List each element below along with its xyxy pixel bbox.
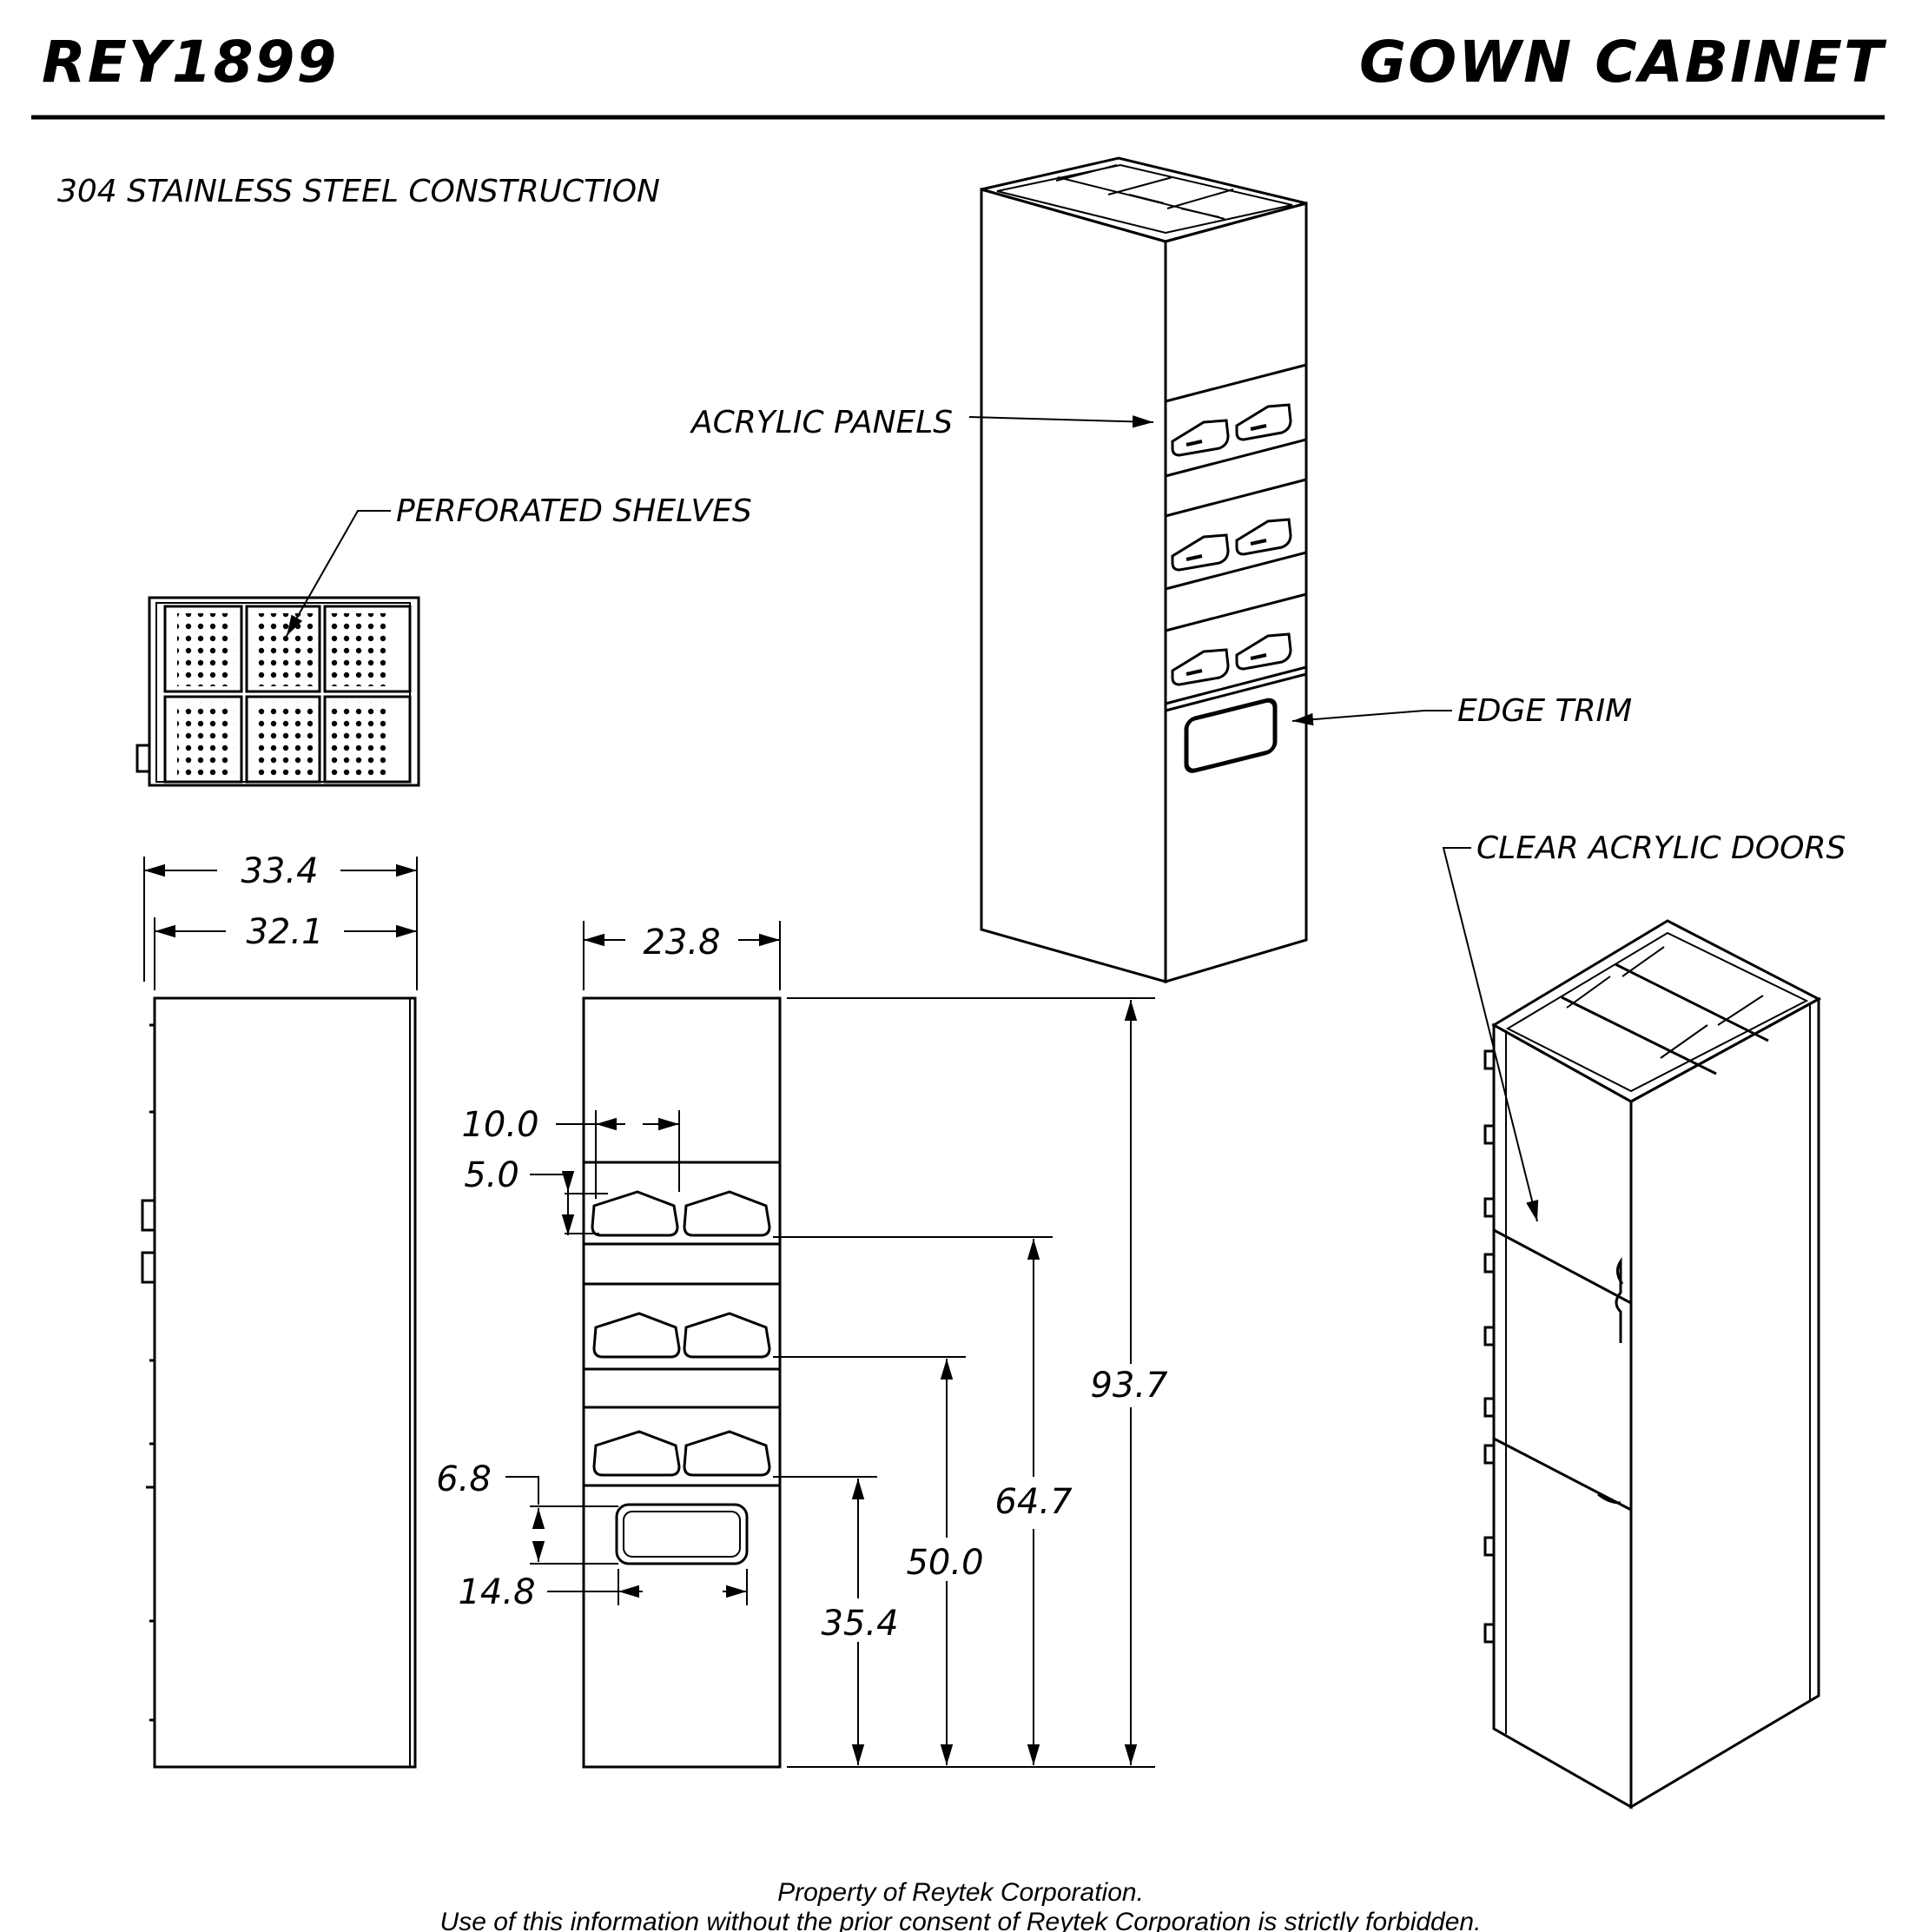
width-dim: 23.8 — [643, 923, 720, 963]
footer-disclaimer: Use of this information without the prio… — [440, 1908, 1482, 1932]
top-view — [135, 596, 420, 787]
middle-panel-height-dim: 50.0 — [906, 1543, 983, 1583]
panel-opening-height-dim: 5.0 — [464, 1155, 519, 1195]
clear-acrylic-doors-label: CLEAR ACRYLIC DOORS — [1476, 830, 1846, 866]
perforated-shelves-leader — [286, 510, 391, 637]
panel-opening-width-dim: 10.0 — [461, 1105, 538, 1145]
clear-acrylic-doors-leader — [1442, 847, 1539, 1222]
height-dim: 93.7 — [1090, 1366, 1168, 1406]
side-view — [141, 996, 417, 1769]
acrylic-panels-leader — [968, 415, 1154, 428]
trim-opening-height-dim: 6.8 — [436, 1459, 492, 1499]
top-panel-height-dim: 64.7 — [994, 1482, 1073, 1522]
footer-ownership: Property of Reytek Corporation. — [777, 1878, 1144, 1907]
front-dimensions — [505, 921, 1155, 1768]
acrylic-panels-label: ACRYLIC PANELS — [690, 405, 953, 440]
front-view — [582, 996, 782, 1769]
edge-trim-label: EDGE TRIM — [1457, 693, 1632, 729]
construction-note: 304 STAINLESS STEEL CONSTRUCTION — [57, 174, 660, 209]
panel-opening — [683, 1430, 771, 1477]
isometric-panels-view — [980, 156, 1308, 984]
panel-opening — [591, 1190, 679, 1237]
trim-opening-width-dim: 14.8 — [458, 1572, 535, 1612]
product-name: GOWN CABINET — [1359, 29, 1887, 96]
perforated-shelves-label: PERFORATED SHELVES — [396, 493, 752, 529]
trim-opening — [615, 1503, 749, 1565]
body-depth-dim: 32.1 — [246, 912, 323, 952]
part-number: REY1899 — [42, 29, 338, 96]
bottom-panel-height-dim: 35.4 — [821, 1604, 898, 1644]
panel-opening — [592, 1312, 681, 1359]
panel-opening — [683, 1190, 771, 1237]
edge-trim-leader — [1291, 710, 1452, 726]
panel-opening — [592, 1430, 681, 1477]
overall-depth-dim: 33.4 — [241, 851, 318, 891]
panel-opening — [683, 1312, 771, 1359]
depth-dimensions — [143, 857, 418, 990]
isometric-doors-view — [1483, 919, 1822, 1810]
